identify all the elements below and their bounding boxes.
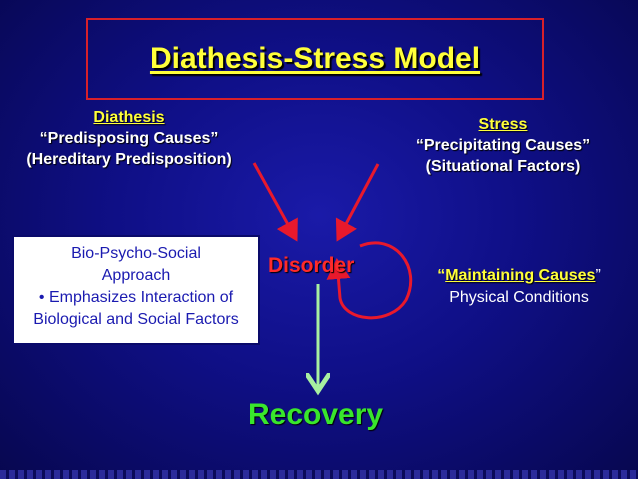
maintaining-block: “Maintaining Causes” Physical Conditions	[414, 265, 624, 309]
approach-line1: Bio-Psycho-Social	[71, 245, 201, 262]
stress-line2: (Situational Factors)	[425, 158, 581, 175]
diathesis-line1: “Predisposing Causes”	[39, 130, 219, 147]
stress-heading: Stress	[478, 116, 528, 133]
maintaining-heading-line: “Maintaining Causes”	[414, 265, 624, 287]
diathesis-heading: Diathesis	[93, 109, 165, 126]
title-box: Diathesis-Stress Model	[86, 18, 544, 100]
approach-box: Bio-Psycho-Social Approach • Emphasizes …	[12, 235, 260, 345]
bottom-decor-strip	[0, 470, 638, 479]
diathesis-arrow	[252, 162, 298, 242]
recovery-label: Recovery	[248, 398, 384, 431]
maintaining-heading: Maintaining Causes	[445, 267, 596, 284]
approach-line3: • Emphasizes Interaction of	[14, 287, 258, 309]
disorder-label: Disorder	[268, 254, 355, 277]
stress-arrow	[335, 163, 380, 242]
maintaining-loop-arrow	[326, 241, 413, 320]
stress-line1: “Precipitating Causes”	[415, 137, 591, 154]
maintaining-open-quote: “	[437, 267, 446, 284]
approach-line2: Approach	[101, 267, 171, 284]
approach-line3-text: Emphasizes Interaction of	[48, 289, 234, 306]
stress-block: Stress “Precipitating Causes” (Situation…	[388, 114, 618, 177]
diathesis-block: Diathesis “Predisposing Causes” (Heredit…	[4, 107, 254, 170]
approach-line4: Biological and Social Factors	[33, 311, 239, 328]
diathesis-line2: (Hereditary Predisposition)	[26, 151, 232, 168]
maintaining-close-quote: ”	[595, 267, 601, 284]
maintaining-line1: Physical Conditions	[449, 289, 589, 306]
bullet-icon: •	[38, 289, 45, 306]
page-title: Diathesis-Stress Model	[149, 42, 481, 75]
